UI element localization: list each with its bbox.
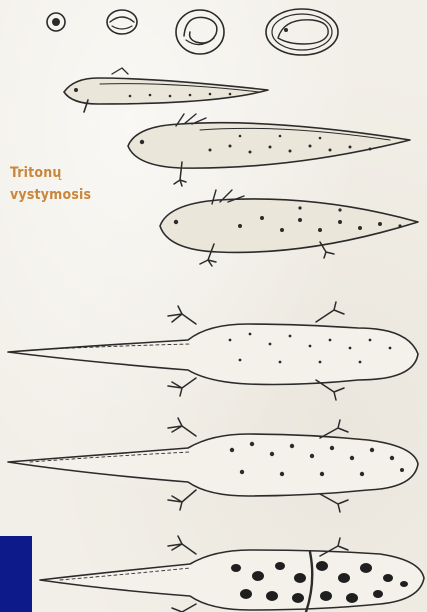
stage-curled-embryo [176, 10, 224, 54]
stage-hatchling-larva [64, 68, 268, 112]
stage-young-newt [8, 418, 418, 512]
stage-larva-with-forelegs [128, 114, 410, 186]
stage-early-embryo [107, 10, 137, 34]
stage-larva-with-hindlegs [160, 190, 418, 266]
corner-color-tab [0, 536, 32, 612]
stage-late-embryo [266, 9, 338, 55]
stage-adult-newt [40, 536, 424, 612]
caption-line-1: Tritonų [10, 162, 91, 184]
stage-egg [47, 13, 65, 31]
stage-juvenile-newt [8, 302, 418, 400]
figure-caption: Tritonų vystymosis [10, 162, 91, 206]
caption-line-2: vystymosis [10, 184, 91, 206]
